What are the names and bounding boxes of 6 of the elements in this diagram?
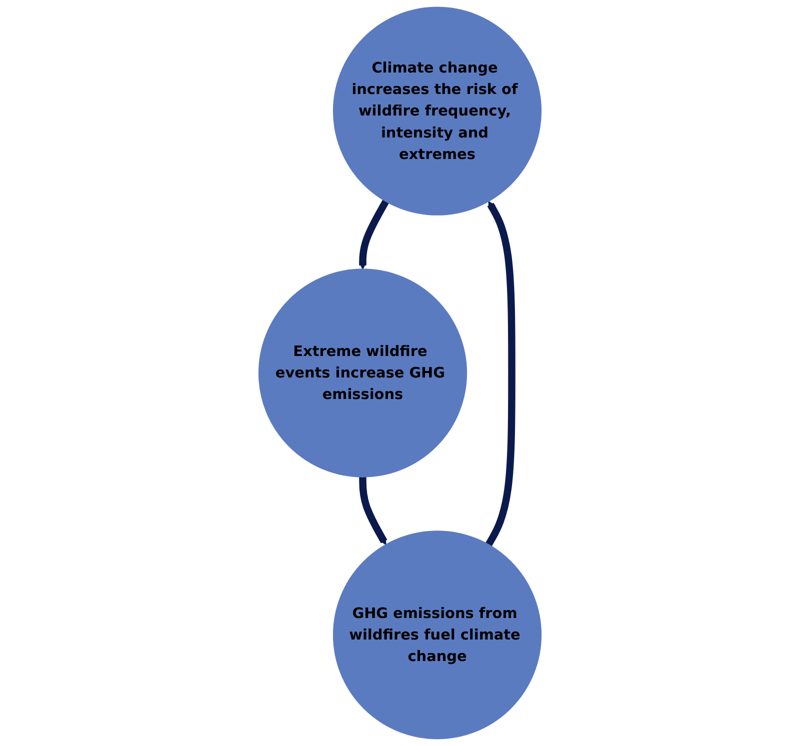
arrow [485, 201, 516, 546]
node-circle: GHG emissions from wildfires fuel climate change [332, 530, 542, 740]
arrow [358, 200, 390, 270]
node-circle: Extreme wildfire events increase GHG emissions [258, 268, 468, 478]
arrow [359, 476, 388, 545]
node-circle: Climate change increases the risk of wildfire frequency, intensity and extremes [332, 6, 542, 216]
